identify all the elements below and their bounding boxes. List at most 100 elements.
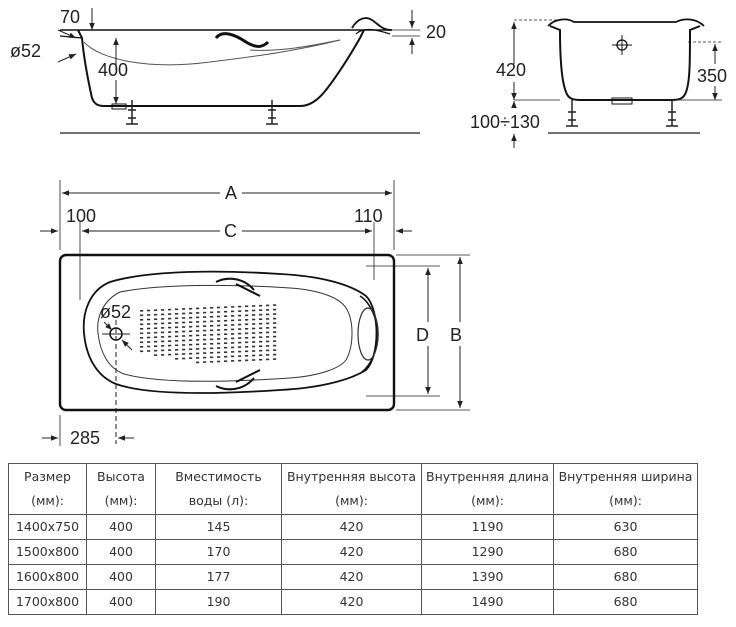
- anti-slip-dot: [231, 360, 235, 362]
- anti-slip-dot: [266, 304, 270, 307]
- table-row: 1400x750 400 145 420 1190 630: [8, 514, 698, 540]
- cell-inner-width: 680: [553, 564, 698, 590]
- anti-slip-dot: [175, 349, 179, 351]
- anti-slip-dot: [154, 349, 158, 352]
- anti-slip-dot: [259, 358, 263, 361]
- anti-slip-dot: [266, 322, 270, 325]
- anti-slip-dot: [189, 307, 193, 310]
- anti-slip-dot: [175, 326, 179, 329]
- plan-outer-rim: [58, 253, 396, 412]
- anti-slip-dot: [203, 334, 207, 336]
- anti-slip-dot: [231, 306, 235, 308]
- anti-slip-dot: [238, 314, 242, 317]
- anti-slip-dot: [140, 337, 144, 339]
- anti-slip-dot: [189, 357, 193, 359]
- cell-inner-height: 420: [281, 514, 422, 540]
- anti-slip-dot: [210, 347, 214, 350]
- cell-capacity: 177: [155, 564, 282, 590]
- anti-slip-dot: [238, 359, 242, 362]
- anti-slip-dot: [210, 343, 214, 345]
- length-label-a: A: [225, 183, 237, 203]
- anti-slip-dot: [175, 308, 179, 311]
- anti-slip-dot: [161, 322, 165, 325]
- anti-slip-dot: [154, 327, 158, 329]
- cell-inner-length: 1390: [421, 564, 554, 590]
- anti-slip-dot: [231, 310, 235, 313]
- anti-slip-dot: [161, 336, 165, 338]
- outlet-offset-label: 285: [70, 428, 100, 448]
- anti-slip-dot: [161, 331, 165, 334]
- anti-slip-dot: [238, 323, 242, 326]
- anti-slip-dot: [224, 310, 228, 313]
- anti-slip-dot: [238, 337, 242, 339]
- anti-slip-dot: [203, 307, 207, 309]
- anti-slip-dot: [182, 317, 186, 319]
- header-inner-length: Внутренняя длина(мм):: [421, 463, 554, 515]
- anti-slip-dot: [175, 331, 179, 333]
- anti-slip-dot: [196, 361, 200, 364]
- cell-size: 1600x800: [8, 564, 87, 590]
- anti-slip-dot: [168, 326, 172, 329]
- cell-height: 400: [86, 514, 156, 540]
- header-height: Высота(мм):: [86, 463, 156, 515]
- anti-slip-dot: [161, 345, 165, 347]
- anti-slip-dot: [147, 309, 151, 312]
- anti-slip-dot: [259, 309, 263, 311]
- width-label-b: B: [450, 325, 462, 345]
- side-view-handle: [214, 32, 270, 48]
- anti-slip-dot: [189, 312, 193, 314]
- anti-slip-dot: [203, 343, 207, 345]
- anti-slip-dot: [217, 315, 221, 318]
- anti-slip-dot: [147, 323, 151, 325]
- anti-slip-dot: [266, 318, 270, 320]
- anti-slip-dot: [238, 346, 242, 348]
- anti-slip-dot: [224, 342, 228, 344]
- anti-slip-dot: [147, 350, 151, 352]
- anti-slip-dot: [161, 318, 165, 320]
- anti-slip-dot: [273, 322, 277, 324]
- anti-slip-dot: [252, 314, 256, 316]
- cell-capacity: 190: [155, 589, 282, 615]
- anti-slip-dot: [182, 326, 186, 328]
- anti-slip-dot: [266, 336, 270, 338]
- anti-slip-dot: [168, 353, 172, 356]
- end-view-right-leg: [666, 100, 678, 127]
- anti-slip-dot: [273, 317, 277, 320]
- anti-slip-dot: [140, 328, 144, 330]
- anti-slip-dot: [245, 310, 249, 312]
- cell-height: 400: [86, 539, 156, 565]
- anti-slip-dot: [238, 350, 242, 353]
- anti-slip-dot: [182, 353, 186, 355]
- right-offset-label: 110: [354, 206, 383, 226]
- anti-slip-dot: [175, 317, 179, 320]
- anti-slip-dot: [161, 354, 165, 356]
- anti-slip-dot: [196, 330, 200, 332]
- anti-slip-dot: [266, 327, 270, 329]
- anti-slip-dot: [203, 352, 207, 354]
- cell-inner-width: 680: [553, 539, 698, 565]
- anti-slip-dot: [252, 345, 256, 348]
- anti-slip-dot: [266, 345, 270, 347]
- anti-slip-dot: [252, 323, 256, 325]
- anti-slip-dot: [203, 311, 207, 314]
- anti-slip-dot: [224, 319, 228, 322]
- anti-slip-dot: [154, 322, 158, 325]
- anti-slip-dot: [266, 309, 270, 311]
- anti-slip-dot: [217, 351, 221, 354]
- anti-slip-dot: [140, 323, 144, 326]
- cell-inner-height: 420: [281, 589, 422, 615]
- anti-slip-dot: [140, 341, 144, 344]
- anti-slip-dot: [196, 343, 200, 346]
- anti-slip-dot: [266, 349, 270, 352]
- anti-slip-dot: [266, 340, 270, 343]
- anti-slip-dot: [217, 333, 221, 336]
- anti-slip-dot: [189, 343, 193, 346]
- anti-slip-dot: [168, 335, 172, 338]
- anti-slip-dot: [182, 344, 186, 346]
- anti-slip-dot: [252, 336, 256, 339]
- anti-slip-dot: [245, 350, 249, 353]
- anti-slip-dot: [252, 305, 256, 307]
- anti-slip-dot: [231, 328, 235, 331]
- anti-slip-dot: [224, 355, 228, 358]
- anti-slip-dot: [140, 346, 144, 348]
